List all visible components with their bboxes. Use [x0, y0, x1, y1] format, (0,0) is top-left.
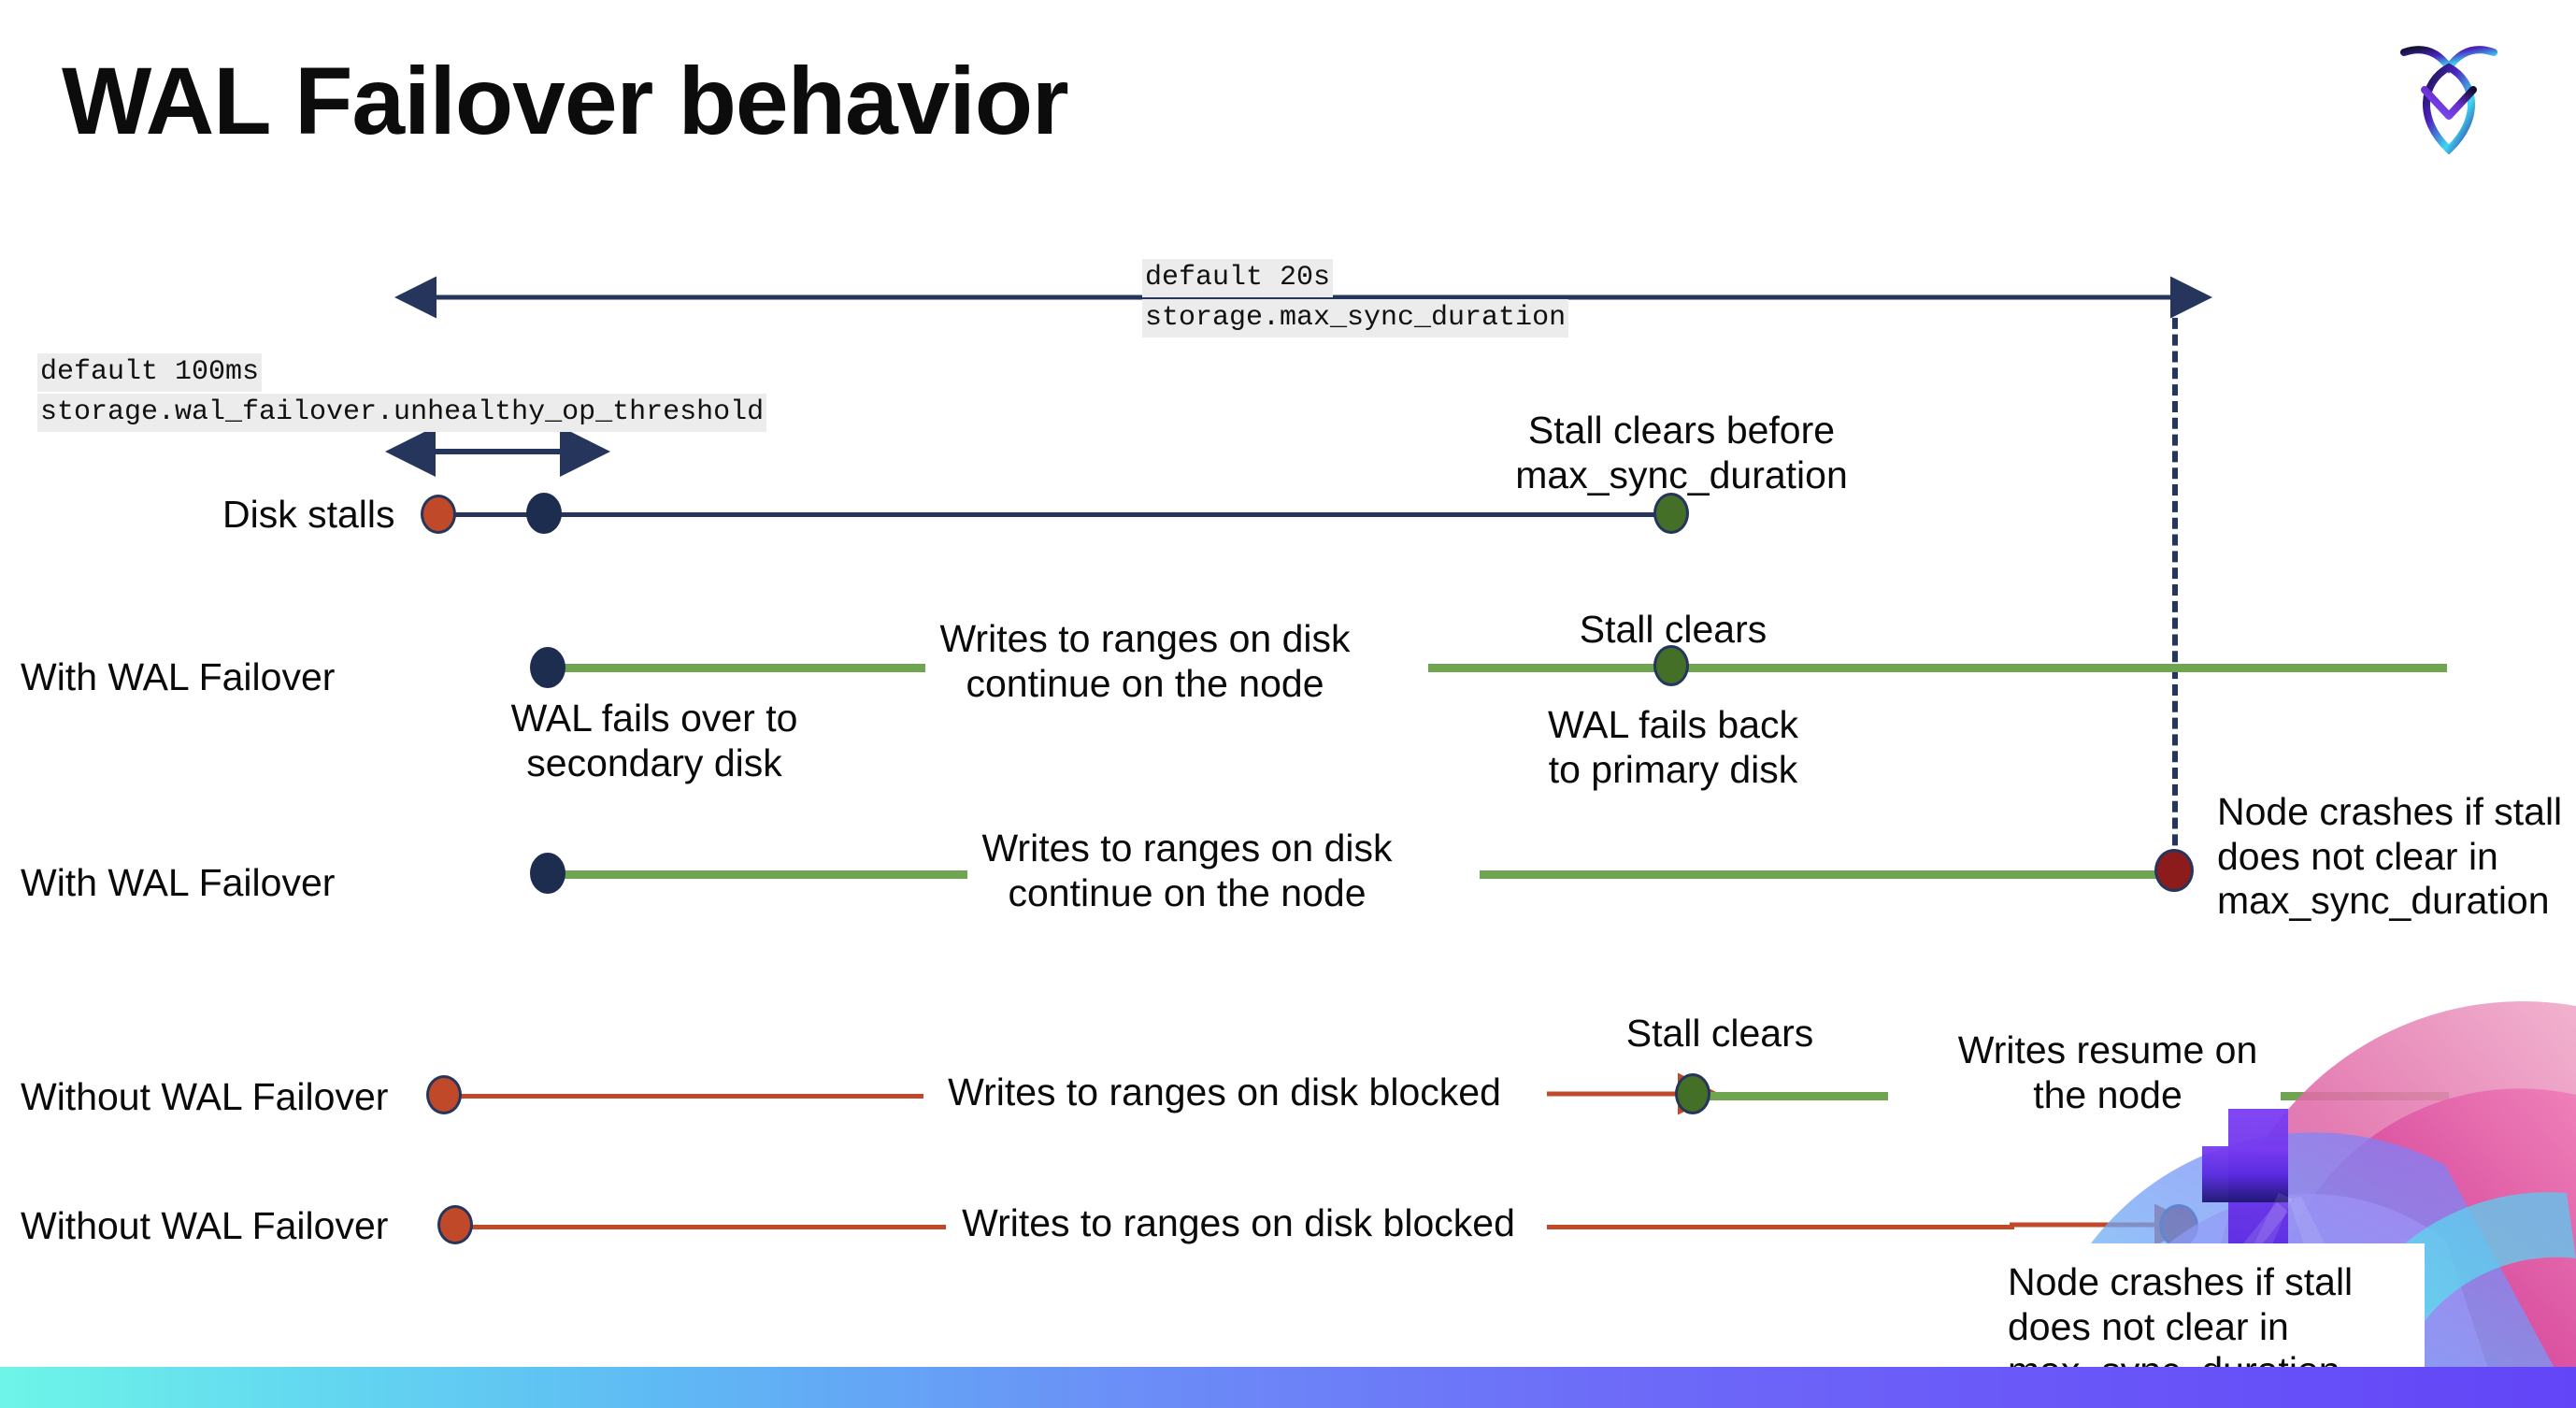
with-failover-1-segment-a	[547, 664, 925, 672]
annotation-writes-continue-1: Writes to ranges on disk continue on the…	[939, 617, 1351, 705]
unhealthy-op-default-chip: default 100ms	[37, 353, 263, 392]
annotation-writes-blocked-1: Writes to ranges on disk blocked	[948, 1070, 1501, 1113]
without-failover-1-red-segment	[447, 1094, 923, 1099]
without-failover-1-start-dot	[426, 1075, 462, 1114]
annotation-stall-clears-1: Stall clears	[1579, 608, 1767, 651]
without-failover-1-green-segment	[1696, 1092, 1888, 1100]
with-failover-2-segment-a	[547, 870, 967, 879]
annotation-writes-resume: Writes resume on the node	[1957, 1028, 2258, 1116]
with-failover-1-segment-b	[1428, 664, 2447, 672]
disk-stall-failover-dot	[526, 493, 562, 534]
disk-stall-start-dot	[421, 495, 456, 534]
annotation-stall-clears-2: Stall clears	[1625, 1012, 1814, 1055]
annotation-wal-fails-over: WAL fails over to secondary disk	[510, 697, 798, 784]
row-label-disk-stalls: Disk stalls	[222, 493, 395, 536]
row-label-without-wal-failover-1: Without WAL Failover	[21, 1075, 389, 1118]
with-failover-2-segment-b	[1480, 870, 2171, 879]
max-sync-default-chip: default 20s	[1142, 259, 1334, 297]
without-failover-1-green-segment-tail	[2281, 1092, 2449, 1100]
annotation-wal-fails-back: WAL fails back to primary disk	[1547, 703, 1799, 791]
row-label-with-wal-failover-2: With WAL Failover	[21, 861, 336, 904]
with-failover-2-start-dot	[530, 853, 565, 894]
disk-stall-clear-dot	[1653, 493, 1689, 534]
row-label-without-wal-failover-2: Without WAL Failover	[21, 1204, 389, 1247]
annotation-writes-blocked-2: Writes to ranges on disk blocked	[962, 1201, 1515, 1244]
row-label-with-wal-failover-1: With WAL Failover	[21, 655, 336, 698]
without-failover-2-start-dot	[437, 1205, 473, 1244]
annotation-stall-clears-before: Stall clears before max_sync_duration	[1515, 409, 1848, 496]
without-failover-2-red-segment-a	[460, 1225, 946, 1229]
with-failover-1-start-dot	[530, 647, 565, 688]
page-title: WAL Failover behavior	[62, 48, 1069, 154]
max-sync-dropline	[2172, 301, 2178, 879]
without-failover-1-clear-dot	[1675, 1073, 1710, 1114]
annotation-node-crashes-1: Node crashes if stall does not clear in …	[2217, 790, 2563, 923]
cockroachdb-logo-icon	[2383, 26, 2514, 166]
max-sync-setting-chip: storage.max_sync_duration	[1142, 299, 1569, 338]
annotation-writes-continue-2: Writes to ranges on disk continue on the…	[981, 826, 1393, 914]
with-failover-1-clear-dot	[1653, 645, 1689, 686]
footer-gradient-bar	[0, 1367, 2576, 1408]
disk-stalls-timeline	[439, 512, 1673, 517]
with-failover-2-crash-dot	[2154, 849, 2194, 892]
without-failover-2-red-segment-b	[1547, 1225, 2014, 1229]
without-failover-2-crash-dot	[2159, 1204, 2198, 1247]
unhealthy-op-setting-chip: storage.wal_failover.unhealthy_op_thresh…	[37, 394, 767, 432]
